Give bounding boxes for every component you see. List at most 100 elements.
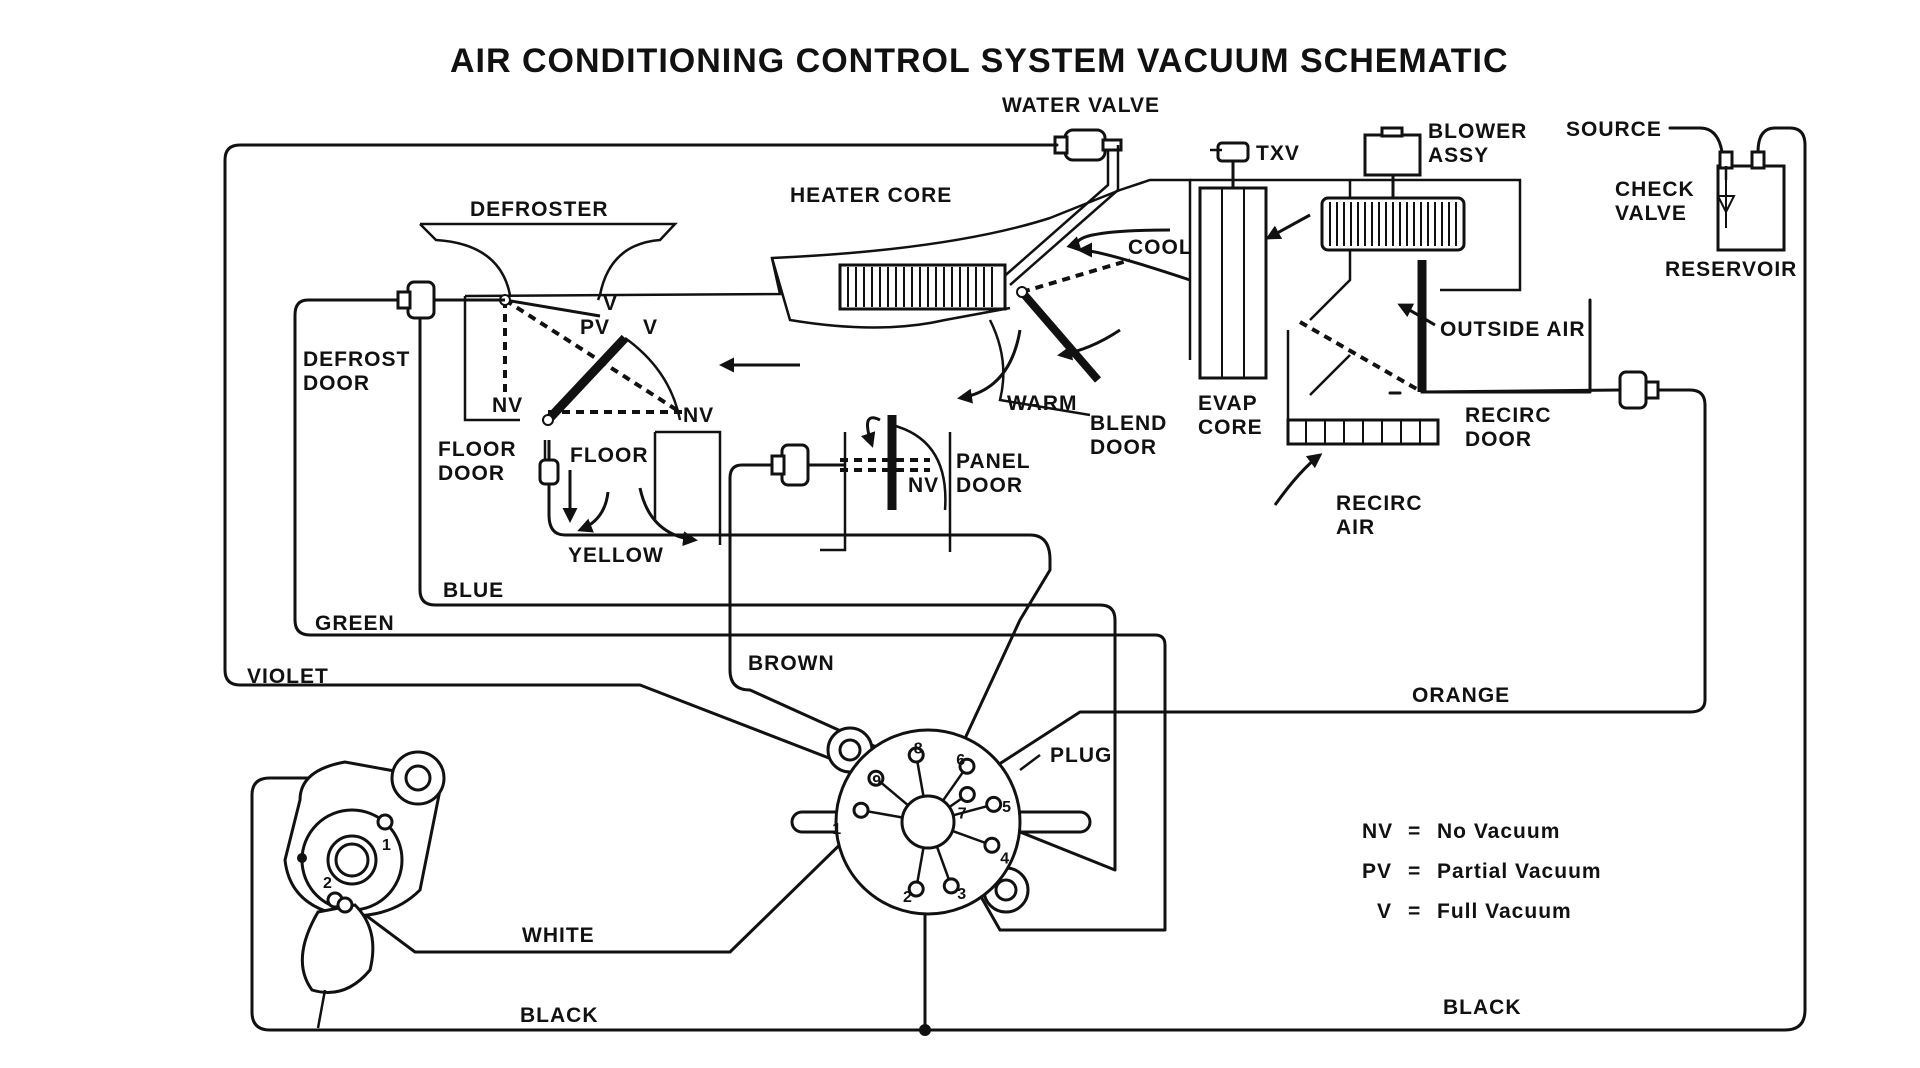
label-defroster: DEFROSTER: [470, 198, 609, 221]
label-recirc-door-1: RECIRC: [1465, 404, 1552, 427]
hose-label-green: GREEN: [315, 612, 395, 635]
defrost-actuator: [396, 280, 505, 320]
blue-hose-branch: [418, 318, 1117, 872]
brown-hose: [728, 463, 907, 762]
hose-label-black-right: BLACK: [1443, 996, 1522, 1019]
hose-label-orange: ORANGE: [1412, 684, 1510, 707]
label-reservoir: RESERVOIR: [1665, 258, 1797, 281]
label-source: SOURCE: [1566, 118, 1662, 141]
label-panel-door-2: DOOR: [956, 474, 1023, 497]
label-defrost-door-2: DOOR: [303, 372, 370, 395]
blend-door: [1016, 258, 1131, 383]
connector-port: [958, 785, 976, 803]
connector-pin-label: 4: [1000, 851, 1009, 868]
diagram-title: AIR CONDITIONING CONTROL SYSTEM VACUUM S…: [450, 42, 1509, 80]
selector-pin-1: 1: [382, 837, 391, 854]
vacuum-hoses: [223, 126, 1807, 1036]
blower-assy: [1320, 126, 1466, 252]
state-v-floor: V: [643, 316, 658, 339]
water-valve: [999, 128, 1123, 286]
heater-core: [838, 263, 1007, 311]
hose-label-black-left: BLACK: [520, 1004, 599, 1027]
mode-selector: 1 2: [283, 750, 446, 1029]
label-recirc-air-2: AIR: [1336, 516, 1375, 539]
label-blend-door-1: BLEND: [1090, 412, 1167, 435]
legend: NV = No Vacuum PV = Partial Vacuum V = F…: [1362, 820, 1602, 923]
label-recirc-air-1: RECIRC: [1336, 492, 1423, 515]
legend-eq: =: [1408, 820, 1421, 843]
reservoir: [1716, 150, 1786, 252]
connector-port: [852, 801, 870, 819]
panel-actuator: [770, 443, 845, 487]
state-v-defrost: V: [603, 292, 618, 315]
label-defrost-door-1: DEFROST: [303, 348, 410, 371]
label-check-2: VALVE: [1615, 202, 1687, 225]
state-labels: V PV V NV NV NV: [492, 292, 939, 497]
label-warm: WARM: [1007, 392, 1078, 415]
legend-eq: =: [1408, 860, 1421, 883]
label-txv: TXV: [1256, 142, 1300, 165]
label-evap-core-1: EVAP: [1198, 392, 1258, 415]
black-hose: [250, 776, 932, 1032]
connector-pin-label: 1: [832, 821, 841, 838]
legend-eq: =: [1408, 900, 1421, 923]
label-floor: FLOOR: [570, 444, 649, 467]
hose-label-brown: BROWN: [748, 652, 835, 675]
black-hose-source: [928, 126, 1807, 1032]
blue-hose: [547, 482, 1052, 762]
connector-port: [867, 769, 885, 787]
legend-key: PV: [1362, 860, 1392, 883]
panel-door: [840, 415, 947, 511]
defroster-outlet: [420, 222, 678, 301]
label-evap-core-2: CORE: [1198, 416, 1263, 439]
label-plug: PLUG: [1050, 744, 1112, 767]
orange-hose: [988, 388, 1707, 772]
label-blower-2: ASSY: [1428, 144, 1489, 167]
connector-pin-label: 8: [914, 741, 923, 758]
recirc-door: [1286, 260, 1440, 446]
label-blower-1: BLOWER: [1428, 120, 1527, 143]
hose-labels: YELLOW BLUE GREEN VIOLET BROWN ORANGE WH…: [247, 544, 1522, 1027]
airflow-arrows: [562, 213, 1436, 547]
defrost-door: [499, 294, 682, 414]
connector-pin-label: 5: [1002, 799, 1011, 816]
label-check-1: CHECK: [1615, 178, 1695, 201]
connector-pin-label: 6: [956, 752, 965, 769]
hose-label-yellow: YELLOW: [568, 544, 664, 567]
legend-row: NV = No Vacuum: [1362, 820, 1560, 843]
state-pv: PV: [580, 316, 610, 339]
hose-label-white: WHITE: [522, 924, 595, 947]
connector-pin-label: 3: [957, 886, 966, 903]
connector-port: [942, 877, 960, 895]
legend-key: V: [1377, 900, 1392, 923]
legend-desc: Full Vacuum: [1437, 900, 1572, 923]
legend-desc: Partial Vacuum: [1437, 860, 1602, 883]
legend-desc: No Vacuum: [1437, 820, 1560, 843]
connector-port: [958, 757, 976, 775]
connector-port: [983, 836, 1001, 854]
label-cool: COOL: [1128, 236, 1193, 259]
label-heater-core: HEATER CORE: [790, 184, 952, 207]
recirc-actuator: [1421, 370, 1660, 410]
white-hose: [350, 823, 862, 954]
legend-row: PV = Partial Vacuum: [1362, 860, 1602, 883]
hose-label-violet: VIOLET: [247, 665, 329, 688]
label-water-valve: WATER VALVE: [1002, 94, 1160, 117]
connector-port: [907, 746, 925, 764]
label-outside-air: OUTSIDE AIR: [1440, 318, 1586, 341]
green-hose: [293, 298, 1167, 932]
legend-key: NV: [1362, 820, 1393, 843]
legend-row: V = Full Vacuum: [1377, 900, 1572, 923]
label-floor-door-1: FLOOR: [438, 438, 517, 461]
component-labels: WATER VALVE TXV BLOWER ASSY SOURCE CHECK…: [303, 94, 1797, 767]
connector-pin-label: 9: [872, 773, 881, 790]
label-panel-door-1: PANEL: [956, 450, 1031, 473]
violet-hose: [223, 143, 1059, 772]
label-blend-door-2: DOOR: [1090, 436, 1157, 459]
connector-port: [907, 880, 925, 898]
hose-label-blue: BLUE: [443, 579, 504, 602]
state-nv-defrost: NV: [492, 394, 523, 417]
state-nv-panel: NV: [908, 474, 939, 497]
